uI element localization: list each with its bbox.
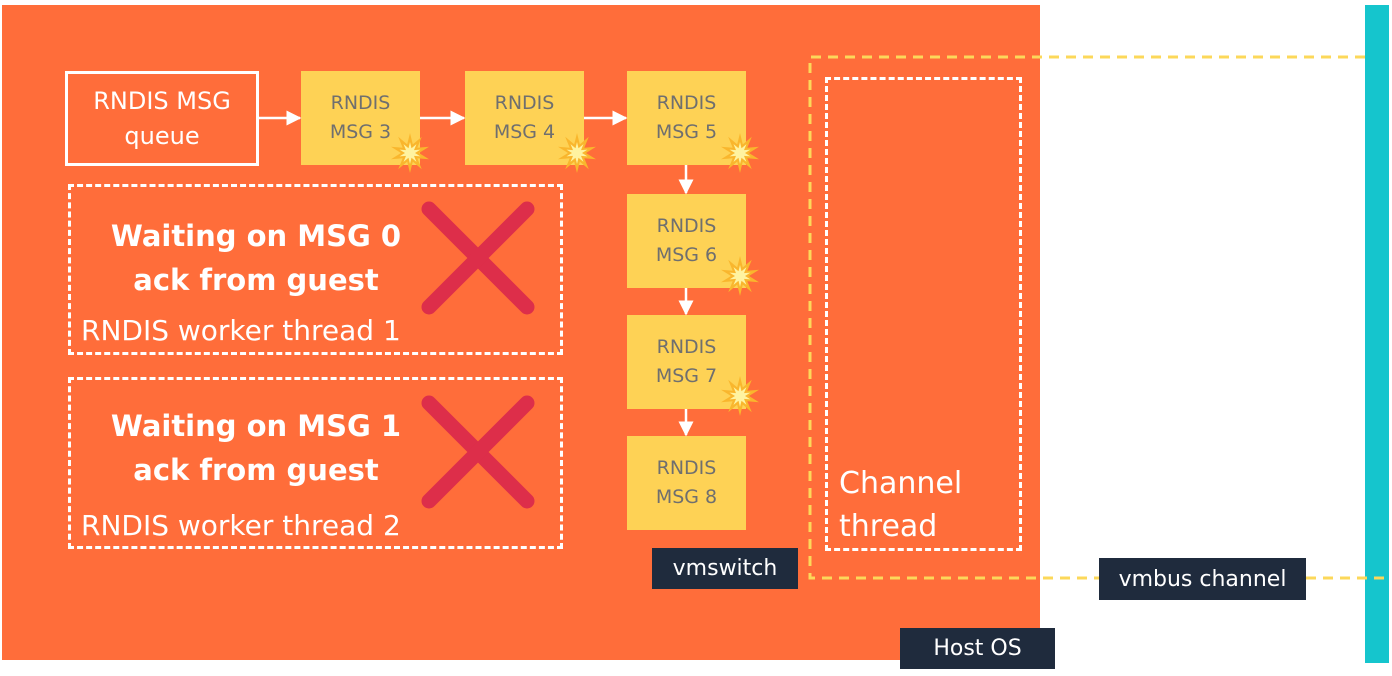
starburst-icon <box>399 142 421 164</box>
msg-line2: MSG 8 <box>655 486 718 508</box>
worker-title-line1: Waiting on MSG 1 <box>110 409 402 443</box>
starburst-icon <box>729 265 751 287</box>
vmbus-channel-border <box>808 55 1365 580</box>
msg-line2: MSG 7 <box>655 365 718 387</box>
rndis-msg-6: RNDIS MSG 6 <box>627 194 746 288</box>
msg-line2: MSG 3 <box>329 121 392 143</box>
msg-line1: RNDIS <box>656 457 717 479</box>
rndis-msg-4: RNDIS MSG 4 <box>465 71 584 165</box>
msg-line1: RNDIS <box>656 215 717 237</box>
worker-name: RNDIS worker thread 1 <box>81 314 401 347</box>
rndis-msg-8: RNDIS MSG 8 <box>627 436 746 530</box>
vmswitch-label: vmswitch <box>652 548 798 589</box>
worker-title-line2: ack from guest <box>133 453 379 487</box>
msg-line1: RNDIS <box>656 92 717 114</box>
vmbus-channel-label: vmbus channel <box>1099 558 1306 600</box>
host-os-label: Host OS <box>900 628 1055 669</box>
rndis-msg-queue: RNDIS MSG queue <box>65 71 259 166</box>
starburst-group <box>391 133 759 416</box>
channel-thread-box: Channel thread <box>825 77 1022 551</box>
channel-label-line2: thread <box>839 509 938 544</box>
msg-line2: MSG 4 <box>493 121 556 143</box>
queue-label-line1: RNDIS MSG <box>93 86 231 115</box>
blocked-x-icon <box>421 201 535 315</box>
msg-line1: RNDIS <box>656 336 717 358</box>
msg-line2: MSG 5 <box>655 121 718 143</box>
blocked-x-icon <box>421 395 535 509</box>
starburst-icon <box>566 142 588 164</box>
guest-vm-bar <box>1365 5 1389 663</box>
starburst-icon <box>729 385 751 407</box>
rndis-worker-thread-2: Waiting on MSG 1 ack from guest RNDIS wo… <box>68 377 563 549</box>
rndis-msg-7: RNDIS MSG 7 <box>627 315 746 409</box>
worker-title-line1: Waiting on MSG 0 <box>110 219 402 253</box>
worker-name: RNDIS worker thread 2 <box>81 509 401 542</box>
starburst-icon <box>729 142 751 164</box>
channel-thread-label: Channel thread <box>839 462 962 548</box>
msg-line1: RNDIS <box>330 92 391 114</box>
msg-line1: RNDIS <box>494 92 555 114</box>
channel-label-line1: Channel <box>839 466 963 501</box>
msg-line2: MSG 6 <box>655 244 718 266</box>
worker-title-line2: ack from guest <box>133 263 379 297</box>
queue-label-line2: queue <box>124 121 200 150</box>
rndis-worker-thread-1: Waiting on MSG 0 ack from guest RNDIS wo… <box>68 184 563 355</box>
